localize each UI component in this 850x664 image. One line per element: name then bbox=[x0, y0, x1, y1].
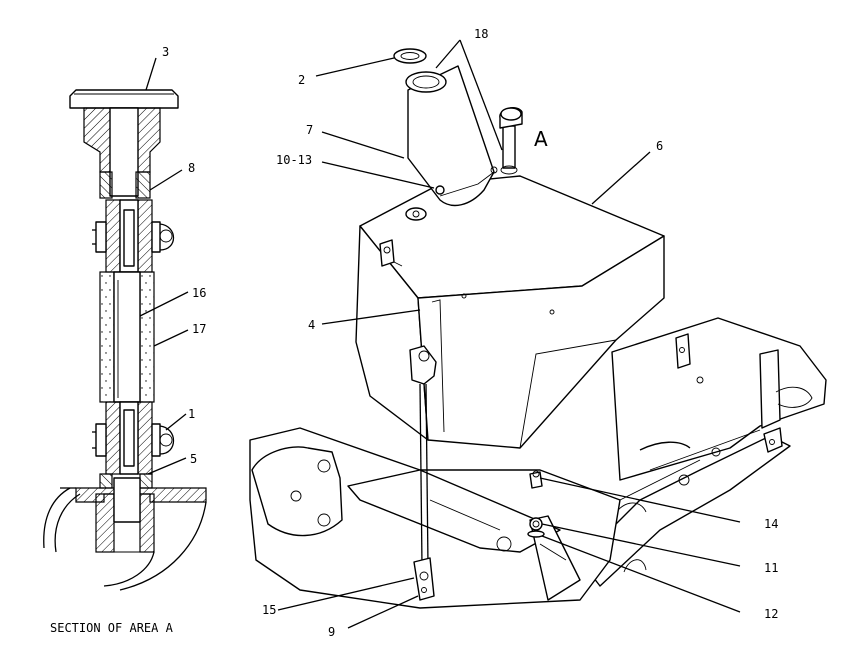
bracket-right bbox=[675, 333, 691, 369]
sender-port bbox=[405, 207, 427, 221]
tank-front-face bbox=[417, 235, 665, 449]
frame-right-rail bbox=[611, 317, 827, 481]
neck-bolt bbox=[435, 185, 445, 195]
tank-left-face bbox=[355, 225, 429, 441]
callout-15: 15 bbox=[262, 603, 276, 617]
mount-stud-14 bbox=[529, 471, 543, 489]
filler-neck bbox=[407, 65, 495, 207]
callout-4: 4 bbox=[308, 318, 315, 332]
callout-labels: 3 8 16 17 1 5 SECTION OF AREA A 2 18 7 1… bbox=[50, 27, 778, 639]
seal-ring bbox=[393, 48, 427, 64]
frame-right-end bbox=[759, 349, 781, 429]
cap-bore bbox=[109, 107, 139, 197]
callout-17: 17 bbox=[192, 322, 206, 336]
adapter-right bbox=[135, 171, 151, 199]
hose-left bbox=[99, 271, 115, 403]
section-caption: SECTION OF AREA A bbox=[50, 621, 174, 635]
callout-1: 1 bbox=[188, 407, 195, 421]
tank-curve bbox=[43, 487, 207, 591]
upper-clamp-right bbox=[151, 221, 161, 253]
hose-right bbox=[139, 271, 155, 403]
callout-6: 6 bbox=[656, 139, 663, 153]
strap-anchor bbox=[413, 557, 435, 601]
tank-wall-right bbox=[139, 473, 153, 489]
callout-3: 3 bbox=[162, 45, 169, 59]
callout-12: 12 bbox=[764, 607, 778, 621]
upper-coupling-left bbox=[105, 199, 121, 273]
side-rail bbox=[579, 435, 791, 587]
lower-coupling-left bbox=[105, 401, 121, 475]
breather-tube bbox=[502, 125, 516, 169]
leader-lines bbox=[139, 39, 741, 629]
isometric-view bbox=[249, 48, 827, 609]
cap-top bbox=[69, 89, 179, 109]
callout-14: 14 bbox=[764, 517, 778, 531]
callout-18: 18 bbox=[474, 27, 488, 41]
callout-11: 11 bbox=[764, 561, 778, 575]
lower-coupling-right bbox=[137, 401, 153, 475]
callout-5: 5 bbox=[190, 452, 197, 466]
washer-12 bbox=[527, 530, 545, 538]
area-marker: A bbox=[534, 127, 548, 151]
hold-down-strap bbox=[409, 345, 437, 385]
lower-clamp-right bbox=[151, 423, 161, 457]
spud-left bbox=[95, 493, 115, 553]
callout-8: 8 bbox=[188, 161, 195, 175]
nut-11 bbox=[529, 517, 543, 531]
neck-opening bbox=[405, 71, 447, 93]
callout-10-13: 10-13 bbox=[276, 153, 312, 167]
upper-coupling-right bbox=[137, 199, 153, 273]
lower-clamp-left bbox=[95, 423, 107, 457]
callout-2: 2 bbox=[298, 73, 305, 87]
adapter-left bbox=[99, 171, 113, 199]
mount-plate bbox=[529, 515, 581, 601]
spud-right bbox=[139, 493, 155, 553]
callout-7: 7 bbox=[306, 123, 313, 137]
callout-9: 9 bbox=[328, 625, 335, 639]
upper-clamp-left bbox=[95, 221, 107, 253]
callout-16: 16 bbox=[192, 286, 206, 300]
section-view bbox=[43, 89, 207, 591]
tank-wall-left bbox=[99, 473, 113, 489]
